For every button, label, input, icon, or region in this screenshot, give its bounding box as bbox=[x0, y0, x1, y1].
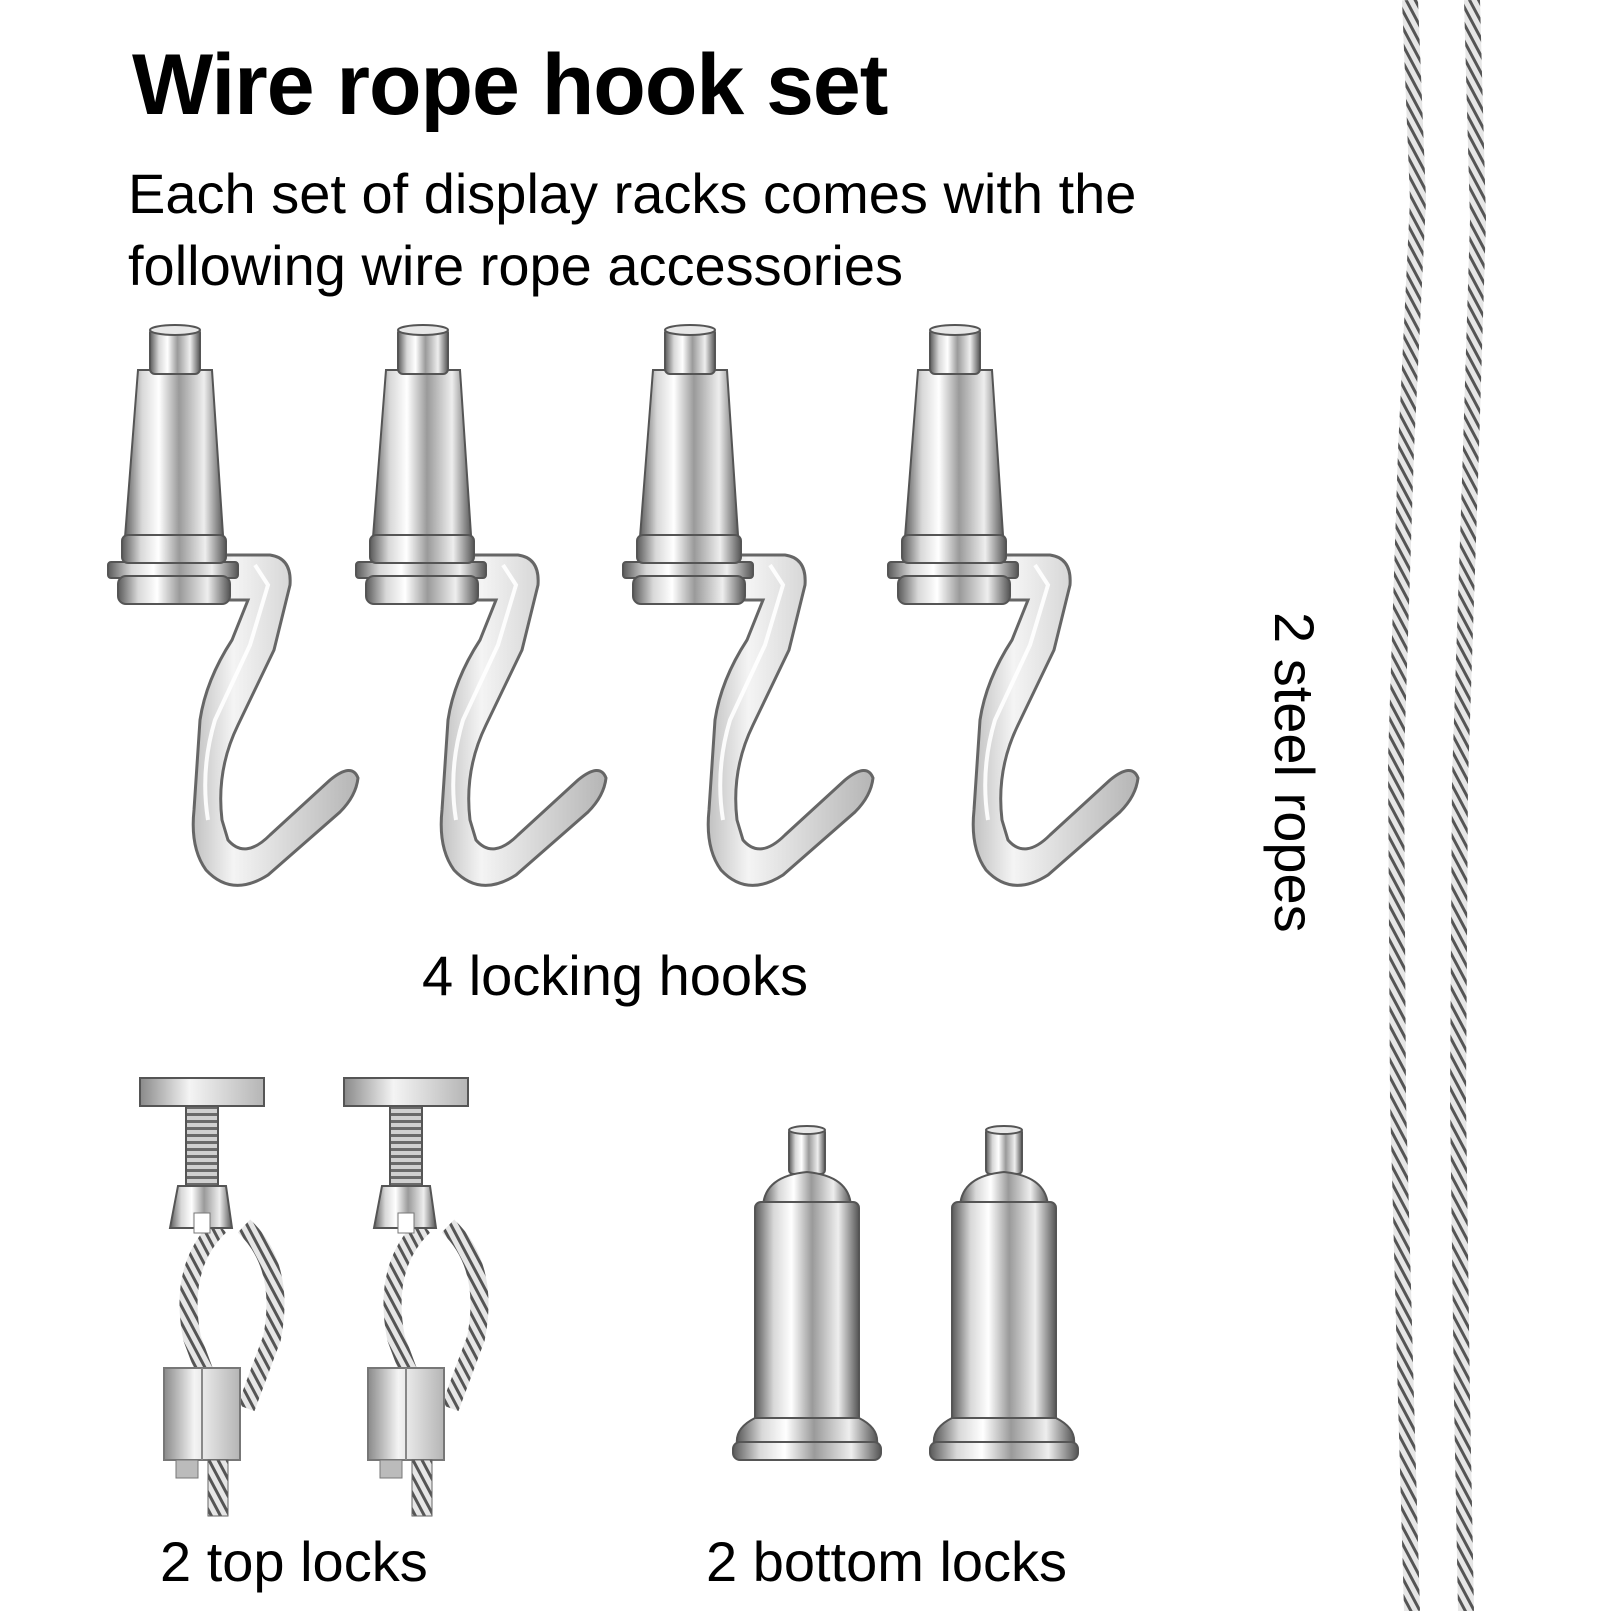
locking-hooks-label: 4 locking hooks bbox=[422, 944, 809, 1007]
bottom-locks-label: 2 bottom locks bbox=[706, 1530, 1068, 1593]
page-title: Wire rope hook set bbox=[132, 37, 888, 133]
locking-hook-1 bbox=[106, 323, 360, 888]
top-lock-2 bbox=[344, 1078, 480, 1516]
locking-hook-3 bbox=[621, 323, 875, 888]
locking-hook-2 bbox=[354, 323, 608, 888]
page-subtitle: Each set of display racks comes with the… bbox=[128, 162, 1137, 297]
top-locks-label: 2 top locks bbox=[160, 1530, 428, 1593]
steel-rope-1 bbox=[1387, 0, 1427, 1611]
steel-ropes-label: 2 steel ropes bbox=[1263, 612, 1326, 933]
top-lock-1 bbox=[140, 1078, 276, 1516]
locking-hook-4 bbox=[886, 323, 1140, 888]
bottom-lock-1 bbox=[732, 1125, 882, 1461]
bottom-lock-2 bbox=[929, 1125, 1079, 1461]
steel-rope-2 bbox=[1449, 0, 1487, 1611]
